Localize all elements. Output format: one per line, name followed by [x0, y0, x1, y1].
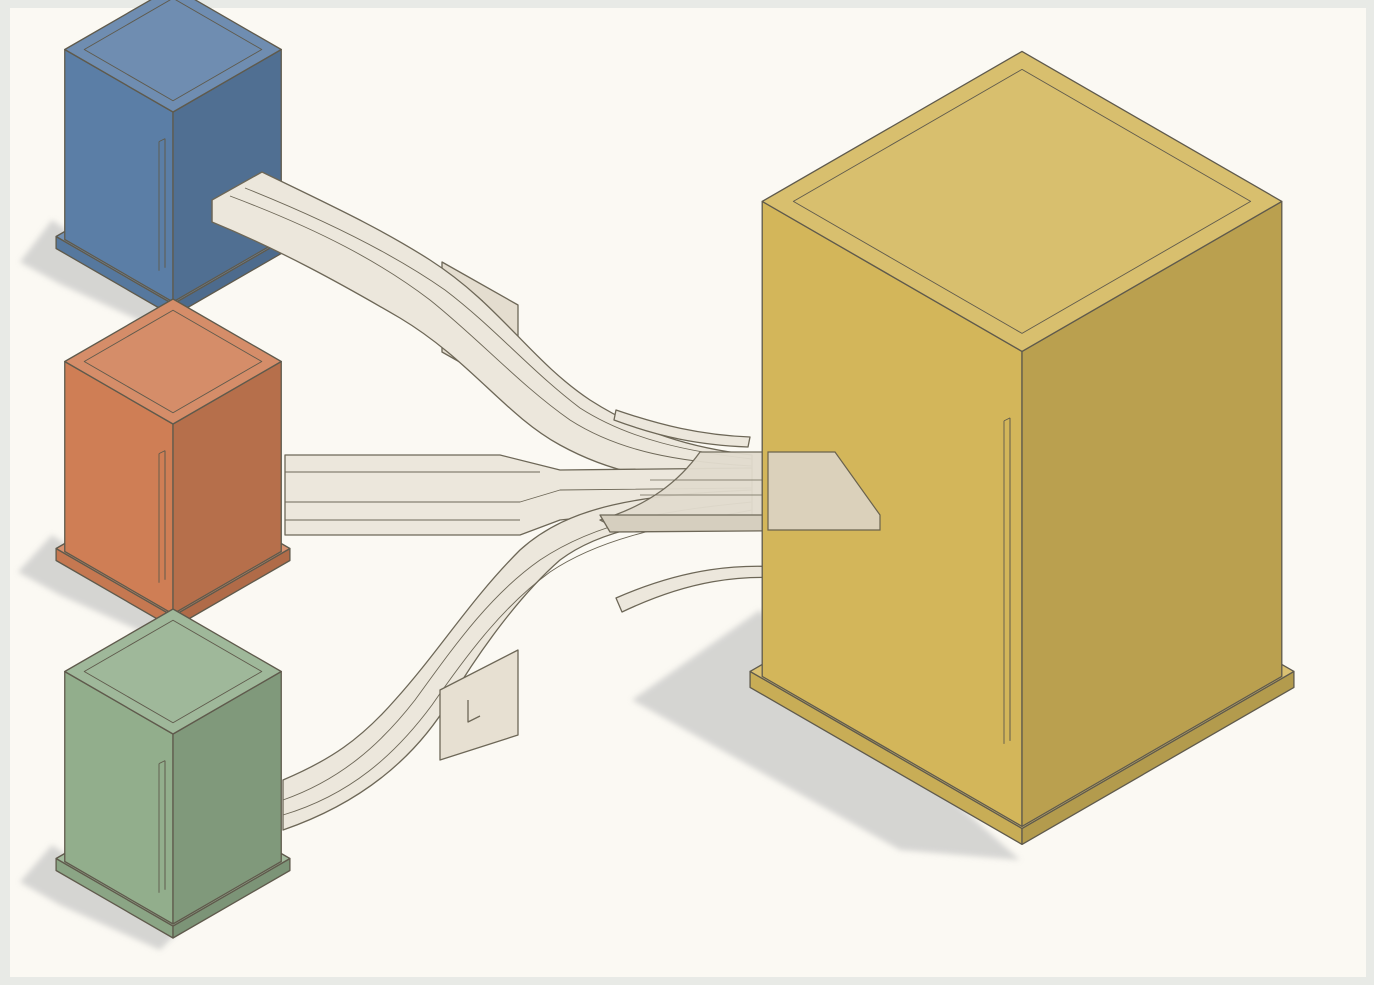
orange-source-cube — [55, 298, 291, 629]
green-source-cube-top-face — [64, 608, 282, 735]
yellow-target-cube-top-face — [761, 50, 1283, 353]
yellow-cube-shadow — [632, 610, 1020, 860]
blue-source-cube — [55, 0, 291, 317]
blue-source-cube-top-face — [64, 0, 282, 113]
cubes — [55, 0, 291, 939]
orange-source-cube-top-inset — [83, 309, 263, 414]
orange-source-cube-top-face — [64, 298, 282, 425]
target-cube-layer — [749, 50, 1295, 846]
upper-loose-strip — [613, 409, 751, 448]
yellow-target-cube-top-inset — [792, 68, 1252, 334]
green-source-cube — [55, 608, 291, 939]
yellow-target-cube — [749, 50, 1295, 846]
green-source-cube-top-inset — [83, 619, 263, 724]
merged-stream-inlet — [767, 451, 881, 531]
blue-source-cube-top-inset — [83, 0, 263, 102]
stream-lower-panel — [439, 649, 519, 761]
